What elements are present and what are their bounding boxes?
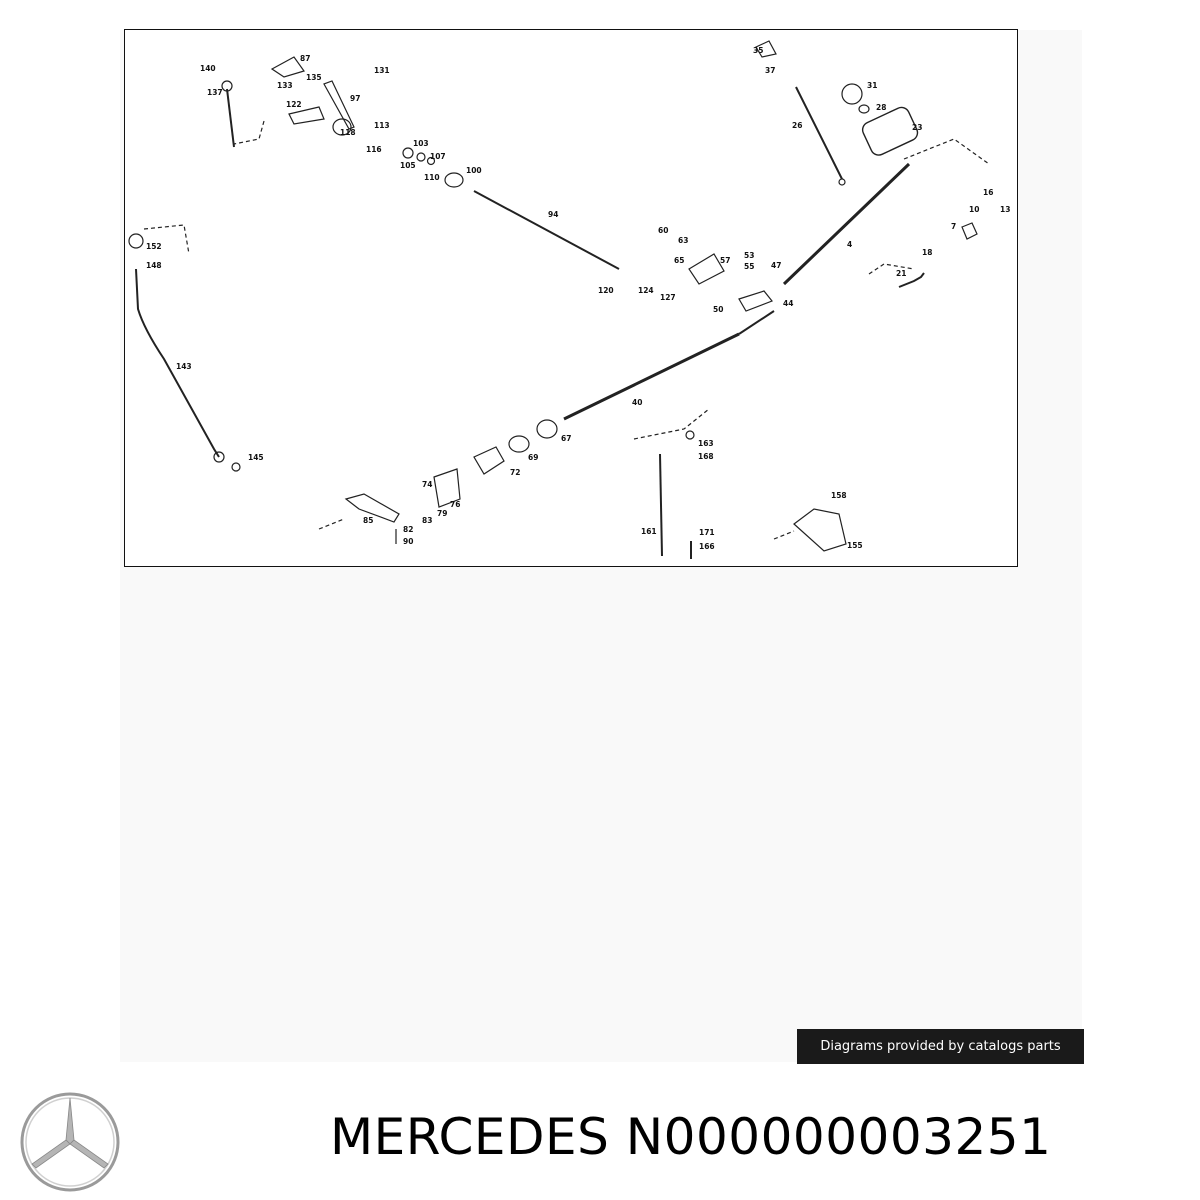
part-label: 107: [430, 152, 446, 161]
part-label: 4: [847, 240, 852, 249]
part-label: 143: [176, 362, 192, 371]
product-title: MERCEDES N000000003251: [330, 1108, 1051, 1166]
mercedes-star-icon: [20, 1092, 120, 1192]
part-label: 35: [753, 46, 763, 55]
part-label: 44: [783, 299, 793, 308]
part-label: 158: [831, 491, 847, 500]
part-label: 127: [660, 293, 676, 302]
credit-banner: Diagrams provided by catalogs parts: [797, 1029, 1084, 1064]
part-label: 57: [720, 256, 730, 265]
part-label: 168: [698, 452, 714, 461]
part-label: 55: [744, 262, 754, 271]
part-label: 7: [951, 222, 956, 231]
part-label: 74: [422, 480, 432, 489]
part-label: 110: [424, 173, 440, 182]
part-label: 69: [528, 453, 538, 462]
part-label: 100: [466, 166, 482, 175]
part-label: 140: [200, 64, 216, 73]
part-label: 105: [400, 161, 416, 170]
part-label: 79: [437, 509, 447, 518]
part-label: 53: [744, 251, 754, 260]
part-label: 124: [638, 286, 654, 295]
part-label: 113: [374, 121, 390, 130]
part-label: 37: [765, 66, 775, 75]
part-label: 122: [286, 100, 302, 109]
part-label: 18: [922, 248, 932, 257]
part-label: 26: [792, 121, 802, 130]
part-label: 135: [306, 73, 322, 82]
part-label: 40: [632, 398, 642, 407]
part-label: 116: [366, 145, 382, 154]
part-label: 65: [674, 256, 684, 265]
diagram-frame: [124, 29, 1018, 567]
part-label: 31: [867, 81, 877, 90]
part-label: 16: [983, 188, 993, 197]
part-label: 166: [699, 542, 715, 551]
brand-name: MERCEDES: [330, 1108, 610, 1166]
part-label: 163: [698, 439, 714, 448]
part-label: 60: [658, 226, 668, 235]
part-label: 94: [548, 210, 558, 219]
part-label: 155: [847, 541, 863, 550]
part-label: 21: [896, 269, 906, 278]
part-label: 103: [413, 139, 429, 148]
part-label: 131: [374, 66, 390, 75]
part-label: 87: [300, 54, 310, 63]
part-label: 47: [771, 261, 781, 270]
part-label: 171: [699, 528, 715, 537]
part-label: 76: [450, 500, 460, 509]
part-label: 82: [403, 525, 413, 534]
part-label: 13: [1000, 205, 1010, 214]
part-label: 72: [510, 468, 520, 477]
part-label: 120: [598, 286, 614, 295]
part-label: 23: [912, 123, 922, 132]
part-number: N000000003251: [625, 1108, 1052, 1166]
part-label: 118: [340, 128, 356, 137]
part-labels: 140 87 131 137 133 135 122 97 118 113 11…: [146, 46, 1010, 551]
part-label: 148: [146, 261, 162, 270]
part-label: 67: [561, 434, 571, 443]
part-label: 97: [350, 94, 360, 103]
part-label: 90: [403, 537, 413, 546]
diagram-drawing: [128, 40, 990, 559]
part-label: 145: [248, 453, 264, 462]
part-label: 28: [876, 103, 886, 112]
part-label: 83: [422, 516, 432, 525]
part-label: 10: [969, 205, 979, 214]
parts-diagram: 140 87 131 137 133 135 122 97 118 113 11…: [128, 40, 1010, 559]
part-label: 63: [678, 236, 688, 245]
part-label: 161: [641, 527, 657, 536]
part-label: 137: [207, 88, 223, 97]
part-label: 152: [146, 242, 162, 251]
part-label: 50: [713, 305, 723, 314]
part-label: 85: [363, 516, 373, 525]
part-label: 133: [277, 81, 293, 90]
